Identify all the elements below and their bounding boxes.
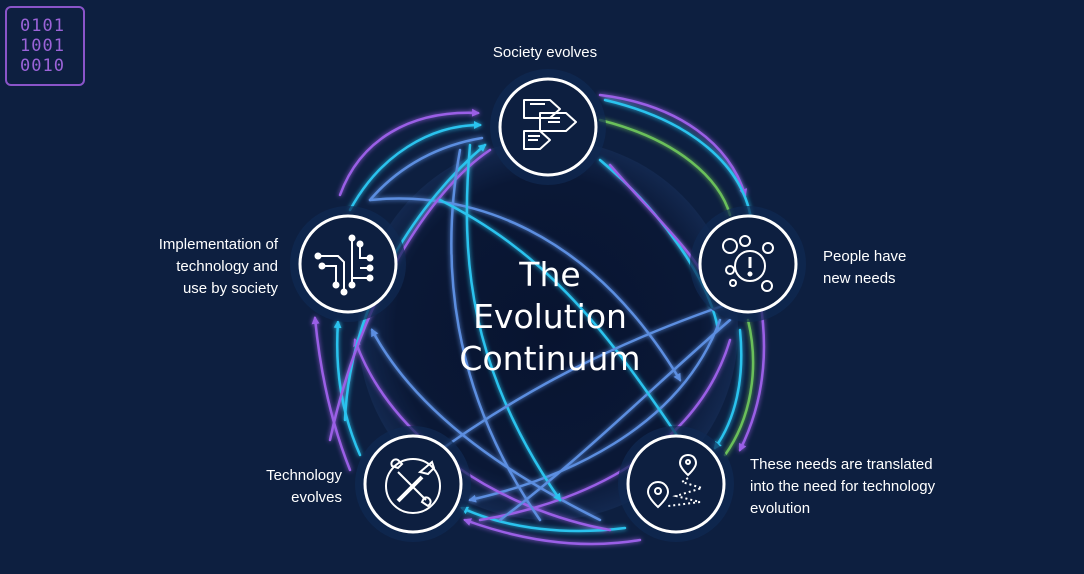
stage-node-needs <box>690 206 806 322</box>
binary-line: 0101 <box>20 16 65 36</box>
arrows-icon <box>523 99 577 150</box>
binary-logo: 0101 1001 0010 <box>5 6 85 86</box>
diagram-core <box>358 140 738 520</box>
route-map-icon <box>646 453 706 509</box>
stage-node-translated <box>618 426 734 542</box>
stage-label-technology: Technology evolves <box>266 467 342 506</box>
tools-icon <box>385 458 441 514</box>
stage-node-society <box>490 69 606 185</box>
binary-line: 1001 <box>20 36 65 56</box>
diagram-title: The Evolution Continuum <box>459 255 641 378</box>
stage-label-translated: These needs are translated into the need… <box>750 456 936 517</box>
stage-label-society: Society evolves <box>492 44 598 61</box>
stage-label-implementation: Implementation of technology and use by … <box>158 236 278 297</box>
stage-node-implementation <box>290 206 406 322</box>
stage-node-technology <box>355 426 471 542</box>
bubbles-exclamation-icon <box>722 235 774 292</box>
stage-label-needs: People have new needs <box>823 248 907 287</box>
circuit-icon <box>314 234 374 296</box>
cycle-arrows <box>311 93 766 546</box>
binary-line: 0010 <box>20 56 65 76</box>
